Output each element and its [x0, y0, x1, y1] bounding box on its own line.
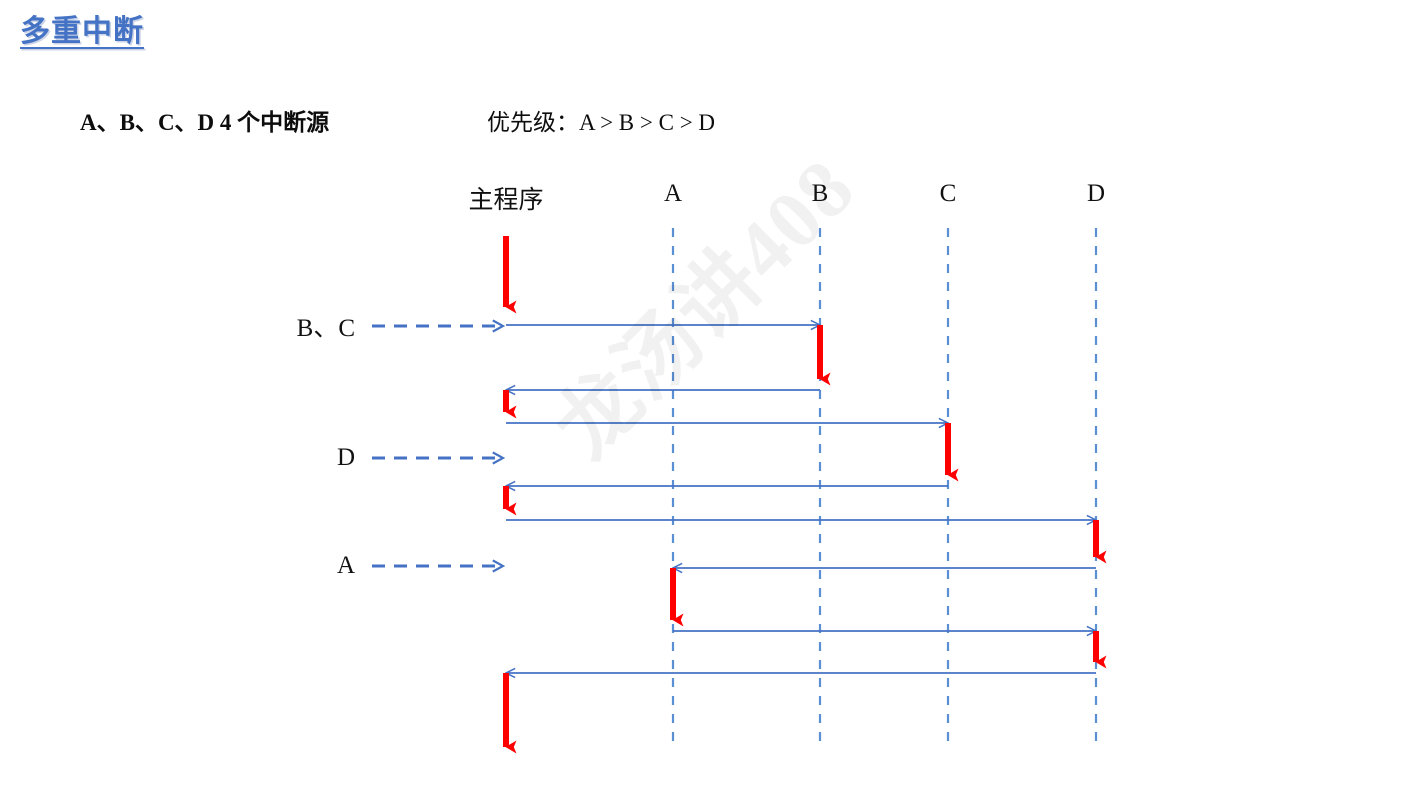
- column-header-b: B: [811, 180, 829, 207]
- priority-order-text: 优先级：A > B > C > D: [487, 110, 716, 135]
- lifeline-group: [671, 228, 1098, 746]
- interrupt-sources-text: A、B、C、D 4 个中断源: [80, 110, 330, 135]
- request-label-0: B、C: [296, 315, 355, 342]
- execution-bar-group: [503, 325, 1107, 754]
- request-label-1: D: [336, 444, 355, 471]
- request-label-2: A: [336, 552, 355, 579]
- page-title: 多重中断: [20, 15, 144, 48]
- control-transfer-arrow-group: [506, 325, 1096, 673]
- column-header-d: D: [1086, 180, 1106, 207]
- column-header-c: C: [939, 180, 957, 207]
- column-header-main: 主程序: [468, 187, 544, 214]
- column-header-a: A: [663, 180, 683, 207]
- interrupt-request-arrow-group: [372, 326, 503, 566]
